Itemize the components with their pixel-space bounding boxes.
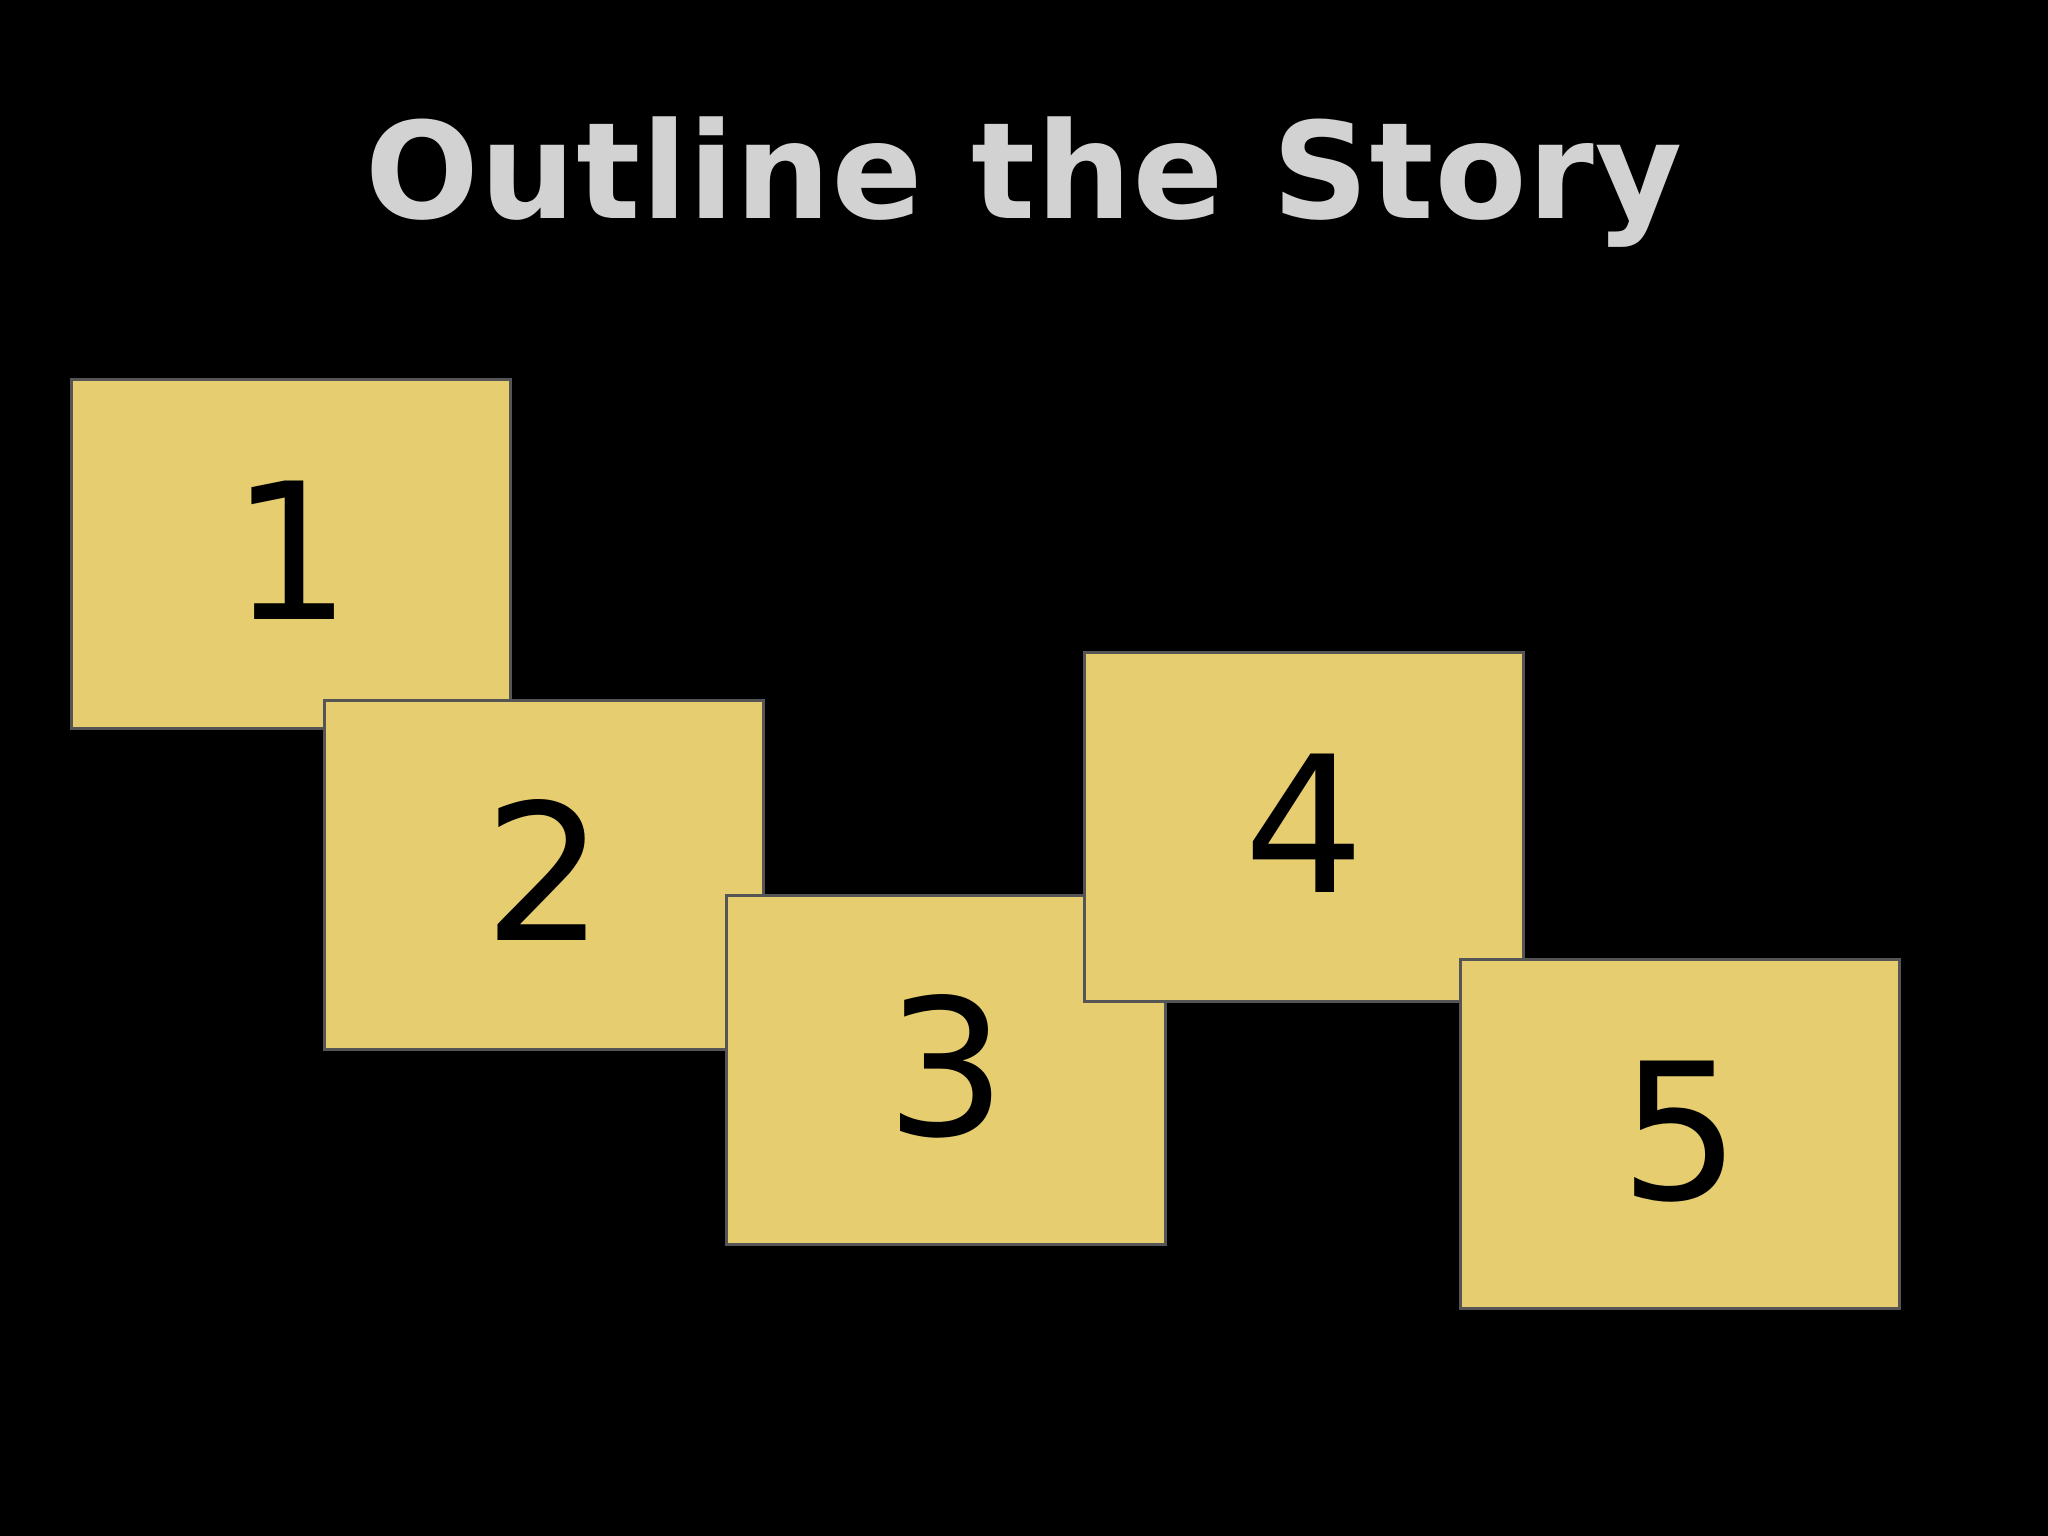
story-card-4: 4 xyxy=(1083,651,1525,1003)
slide-title: Outline the Story xyxy=(364,94,1684,250)
card-number: 1 xyxy=(230,443,352,664)
card-number: 3 xyxy=(885,959,1007,1180)
story-card-5: 5 xyxy=(1459,958,1901,1310)
card-number: 2 xyxy=(483,764,605,985)
story-card-1: 1 xyxy=(70,378,512,730)
card-number: 5 xyxy=(1619,1023,1741,1244)
card-number: 4 xyxy=(1243,716,1365,937)
story-card-2: 2 xyxy=(323,699,765,1051)
